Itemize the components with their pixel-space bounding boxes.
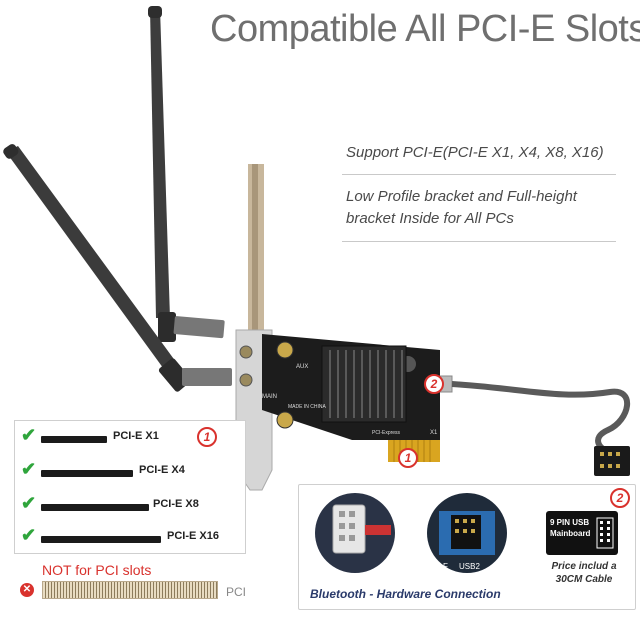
slot-x8-graphic bbox=[41, 504, 149, 511]
badge-usb-connector: 2 bbox=[424, 374, 444, 394]
pci-slot-graphic bbox=[42, 581, 218, 599]
slot-row-x1: ✔ PCI-E X1 bbox=[21, 425, 243, 449]
pcb-aux-label: AUX bbox=[296, 364, 308, 370]
pcb-made-in-label: MADE IN CHINA bbox=[288, 404, 326, 410]
pcb-main-label: MAIN bbox=[262, 394, 277, 400]
antenna-tall bbox=[148, 6, 225, 342]
price-note: Price includ a 30CM Cable bbox=[551, 561, 617, 585]
divider bbox=[342, 241, 616, 242]
badge-slot-compat: 1 bbox=[197, 427, 217, 447]
slot-label-x4: PCI-E X4 bbox=[139, 464, 185, 476]
bluetooth-caption: Bluetooth - Hardware Connection bbox=[310, 587, 501, 601]
badge-pcie-connector: 1 bbox=[398, 448, 418, 468]
feature-bracket: Low Profile bracket and Full-height brac… bbox=[346, 188, 577, 227]
not-for-pci-warning: NOT for PCI slots bbox=[42, 562, 152, 578]
usb-cable bbox=[439, 375, 630, 476]
slot-x16-graphic bbox=[41, 536, 161, 543]
motherboard-header-photo: F USB2 bbox=[427, 493, 507, 573]
feature-pcie-support: Support PCI-E(PCI-E X1, X4, X8, X16) bbox=[346, 144, 604, 161]
antenna-leaning bbox=[3, 144, 232, 392]
bluetooth-photos: F USB2 bbox=[315, 493, 507, 573]
pcb-board: MAIN MADE IN CHINA PCI-Express X1 AUX bbox=[262, 334, 440, 462]
usb2-label: USB2 bbox=[459, 562, 480, 571]
page-title: Compatible All PCI-E Slots bbox=[210, 8, 640, 50]
check-icon: ✔ bbox=[21, 525, 37, 545]
letter-f-label: F bbox=[443, 562, 448, 571]
pci-label: PCI bbox=[226, 585, 247, 599]
pcb-x1-label: X1 bbox=[430, 430, 438, 436]
x-icon: ✕ bbox=[20, 583, 34, 597]
slot-label-x8: PCI-E X8 bbox=[153, 498, 199, 510]
slot-label-x1: PCI-E X1 bbox=[113, 430, 159, 442]
usb-header-label: 9 PIN USB Mainboard bbox=[550, 518, 591, 538]
check-icon: ✔ bbox=[21, 493, 37, 513]
check-icon: ✔ bbox=[21, 459, 37, 479]
slot-compatibility-panel: ✔ PCI-E X1 1 ✔ PCI-E X4 ✔ PCI-E X8 ✔ PCI… bbox=[14, 420, 246, 554]
slot-row-x16: ✔ PCI-E X16 bbox=[21, 525, 243, 549]
usb-header-box: 9 PIN USB Mainboard bbox=[546, 511, 618, 555]
slot-label-x16: PCI-E X16 bbox=[167, 530, 219, 542]
slot-row-x4: ✔ PCI-E X4 bbox=[21, 459, 243, 483]
bluetooth-connection-panel: F USB2 bbox=[298, 484, 636, 610]
pcb-express-label: PCI-Express bbox=[372, 430, 401, 436]
slot-x4-graphic bbox=[41, 470, 133, 477]
slot-x1-graphic bbox=[41, 436, 107, 443]
check-icon: ✔ bbox=[21, 425, 37, 445]
usb-pin-icon bbox=[596, 517, 614, 549]
divider bbox=[342, 174, 616, 175]
badge-bluetooth: 2 bbox=[610, 488, 630, 508]
cable-connector-photo bbox=[315, 493, 395, 573]
slot-row-x8: ✔ PCI-E X8 bbox=[21, 493, 243, 517]
